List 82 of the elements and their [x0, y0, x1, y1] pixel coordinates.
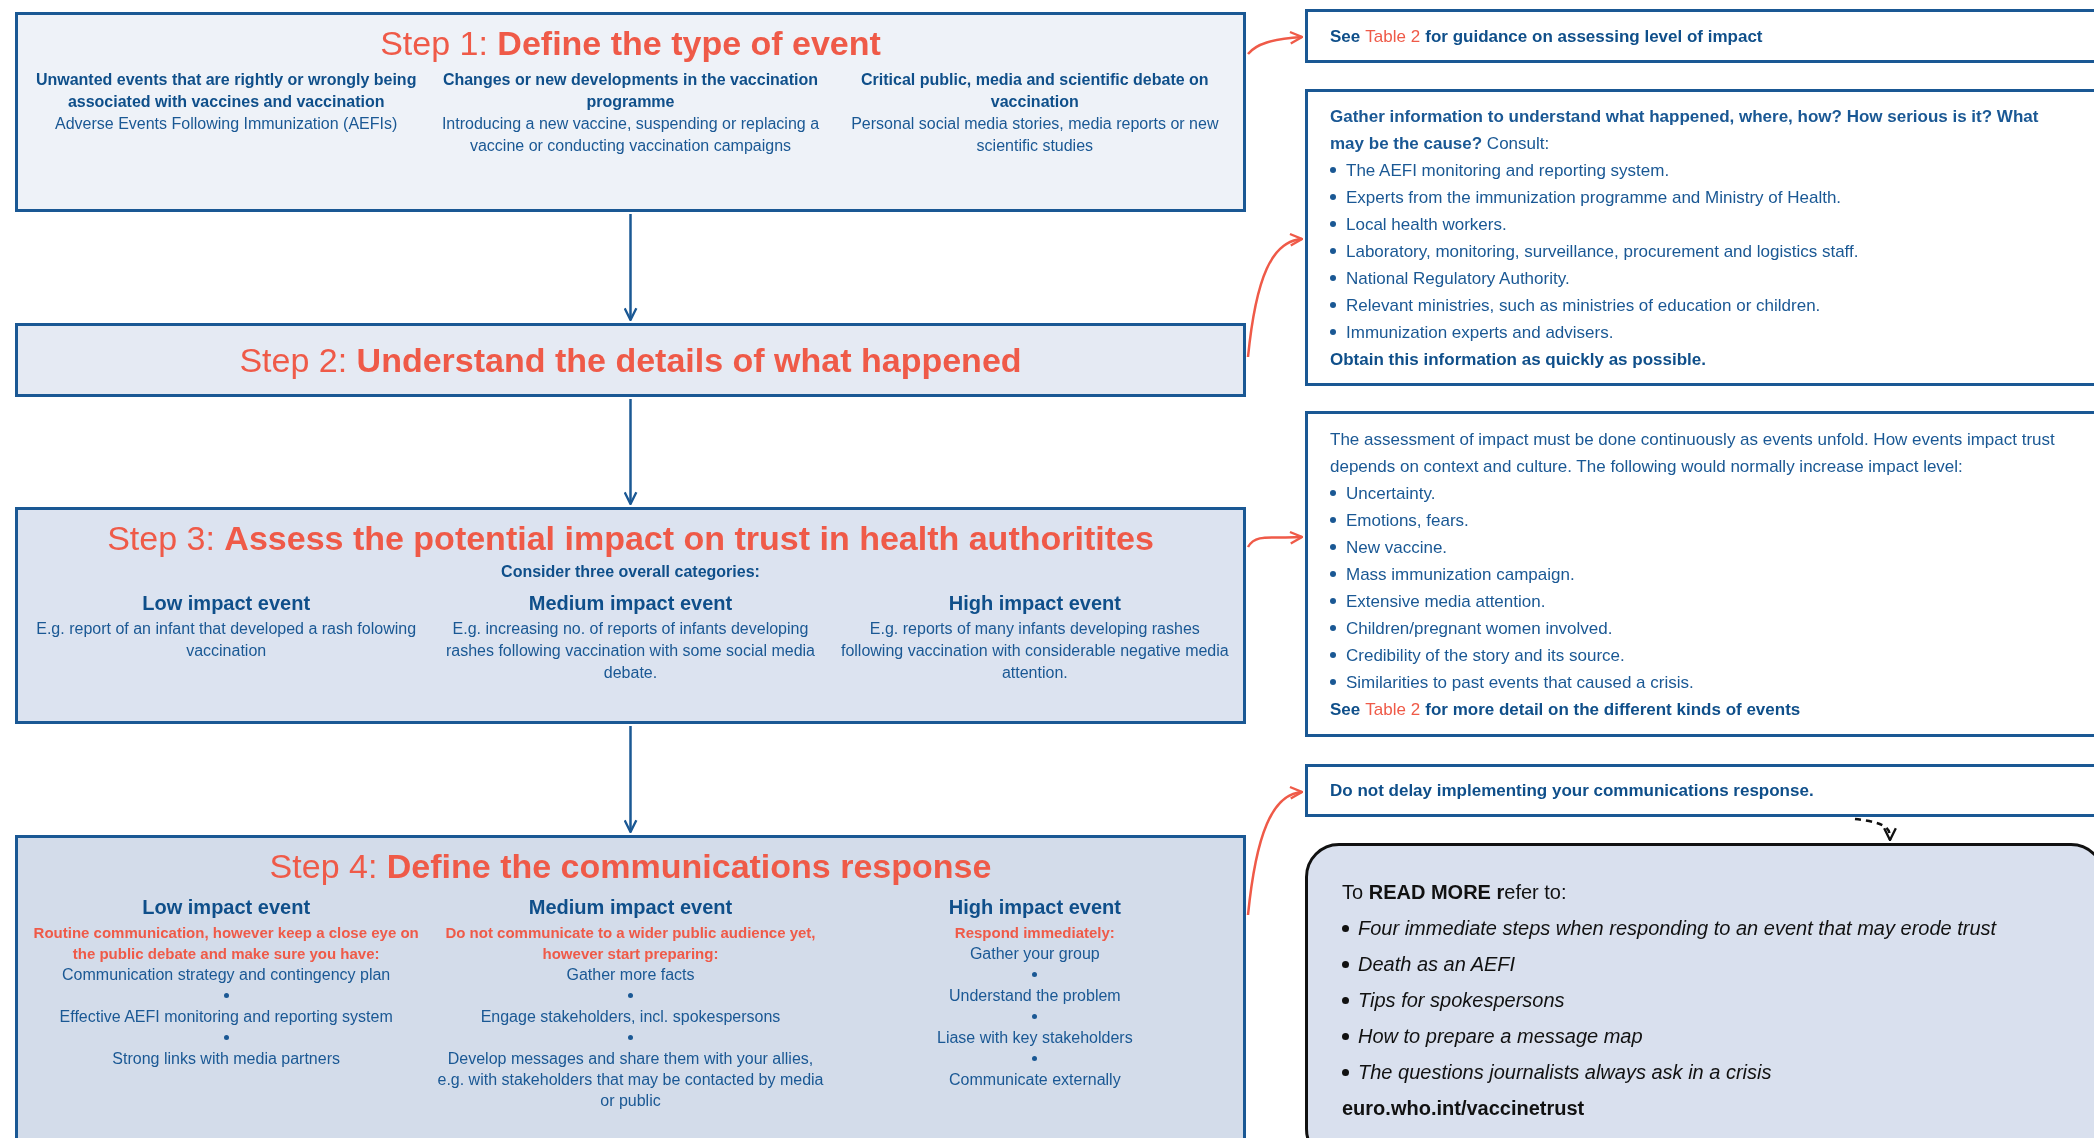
- step-box: [15, 507, 1246, 724]
- table-reference: Table 2: [1365, 25, 1421, 48]
- arrow: [623, 214, 638, 322]
- instruction-text: Routine communication, however keep a close eye on the public debate and make sure you have:: [32, 923, 420, 964]
- column-heading: Low impact event: [142, 591, 311, 616]
- web-address: euro.who.int/vaccinetrust: [1342, 1096, 1585, 1121]
- dashed-arrow: [1854, 817, 1897, 842]
- action-item: Gather your group: [969, 944, 1100, 964]
- description-text: Personal social media stories, media reports or new scientific studies: [850, 114, 1220, 156]
- description-text: Adverse Events Following Immunization (AEFIs): [55, 114, 398, 134]
- step-box: [15, 12, 1246, 212]
- list-item: Extensive media attention.: [1330, 587, 1546, 615]
- note-box: [1305, 9, 2094, 63]
- list-item: Tips for spokespersons: [1342, 982, 1565, 1018]
- step-box: [15, 323, 1246, 397]
- action-item: Strong links with media partners: [112, 1049, 340, 1069]
- category-heading: Unwanted events that are rightly or wrongly being associated with vaccines and vaccination: [34, 70, 418, 112]
- list-item: Mass immunization campaign.: [1330, 560, 1575, 588]
- arrow: [1246, 787, 1304, 916]
- note-text: Do not delay implementing your communications response.: [1330, 780, 1814, 802]
- arrow: [1247, 30, 1304, 55]
- list-item: Emotions, fears.: [1330, 506, 1469, 534]
- arrow: [1246, 530, 1304, 548]
- column-heading: Medium impact event: [528, 591, 733, 616]
- step-box: [15, 835, 1246, 1138]
- step-title: Step 1: Define the type of event: [380, 23, 881, 64]
- note-text: Obtain this information as quickly as possible.: [1330, 348, 1706, 371]
- note-text: See: [1330, 25, 1361, 48]
- description-text: E.g. reports of many infants developing rashes following vaccination with considerable negative media attention.: [839, 619, 1230, 683]
- arrow: [1246, 234, 1304, 358]
- note-text: Gather information to understand what happened, where, how? How serious is it? What may be the cause? Consult:: [1330, 105, 2040, 155]
- list-item: Immunization experts and advisers.: [1330, 318, 1614, 346]
- list-item: Experts from the immunization programme and Ministry of Health.: [1330, 183, 1842, 211]
- note-text: The assessment of impact must be done continuously as events unfold. How events impact trust depends on context and culture. The following would normally increase impact level:: [1330, 428, 2056, 478]
- note-text: for more detail on the different kinds of events: [1425, 698, 1801, 721]
- list-item: Local health workers.: [1330, 210, 1507, 238]
- action-item: Gather more facts: [566, 965, 695, 985]
- note-box: [1305, 411, 2094, 737]
- list-item: Uncertainty.: [1330, 479, 1436, 507]
- action-item: Engage stakeholders, incl. spokespersons: [480, 1007, 781, 1027]
- instruction-text: Do not communicate to a wider public audience yet, however start preparing:: [444, 923, 817, 964]
- description-text: Introducing a new vaccine, suspending or replacing a vaccine or conducting vaccination campaigns: [440, 114, 821, 156]
- category-heading: Changes or new developments in the vaccination programme: [441, 70, 820, 112]
- column-heading: Medium impact event: [528, 895, 733, 920]
- list-item: Children/pregnant women involved.: [1330, 614, 1613, 642]
- step-title: Step 2: Understand the details of what happened: [239, 340, 1022, 381]
- table-reference: Table 2: [1365, 698, 1421, 721]
- step-title: Step 4: Define the communications response: [269, 846, 992, 887]
- category-heading: Critical public, media and scientific debate on vaccination: [860, 70, 1210, 112]
- action-item: Effective AEFI monitoring and reporting system: [59, 1007, 393, 1027]
- action-item: Communication strategy and contingency plan: [62, 965, 391, 985]
- column-heading: Low impact event: [142, 895, 311, 920]
- list-item: Relevant ministries, such as ministries of education or children.: [1330, 291, 1821, 319]
- note-box: [1305, 89, 2094, 386]
- column-heading: High impact event: [948, 895, 1121, 920]
- list-item: Four immediate steps when responding to an event that may erode trust: [1342, 910, 1997, 946]
- list-item: How to prepare a message map: [1342, 1018, 1643, 1054]
- arrow: [623, 726, 638, 834]
- action-item: Communicate externally: [949, 1070, 1121, 1090]
- action-item: Understand the problem: [949, 986, 1121, 1006]
- list-item: New vaccine.: [1330, 533, 1448, 561]
- note-text: To READ MORE refer to:: [1342, 880, 1567, 905]
- note-text: for guidance on assessing level of impact: [1425, 25, 1763, 48]
- description-text: E.g. increasing no. of reports of infants developing rashes following vaccination with some social media debate.: [444, 619, 816, 683]
- list-item: Similarities to past events that caused a crisis.: [1330, 668, 1694, 696]
- list-item: Laboratory, monitoring, surveillance, procurement and logistics staff.: [1330, 237, 1859, 265]
- list-item: Credibility of the story and its source.: [1330, 641, 1625, 669]
- column-heading: High impact event: [948, 591, 1121, 616]
- action-item: Liase with key stakeholders: [937, 1028, 1133, 1048]
- list-item: The AEFI monitoring and reporting system.: [1330, 156, 1670, 184]
- step-title: Step 3: Assess the potential impact on trust in health authoritites: [107, 518, 1154, 559]
- note-text: See: [1330, 698, 1361, 721]
- read-more-panel: [1305, 843, 2094, 1138]
- description-text: E.g. report of an infant that developed a rash folowing vaccination: [35, 619, 418, 661]
- instruction-text: Respond immediately:: [954, 923, 1115, 943]
- note-box: [1305, 764, 2094, 817]
- subheading: Consider three overall categories:: [501, 562, 760, 582]
- list-item: The questions journalists always ask in a crisis: [1342, 1054, 1772, 1090]
- arrow: [623, 399, 638, 506]
- list-item: National Regulatory Authority.: [1330, 264, 1570, 292]
- list-item: Death as an AEFI: [1342, 946, 1516, 982]
- action-item: Develop messages and share them with your allies, e.g. with stakeholders that may be contacted by media or public: [436, 1049, 825, 1111]
